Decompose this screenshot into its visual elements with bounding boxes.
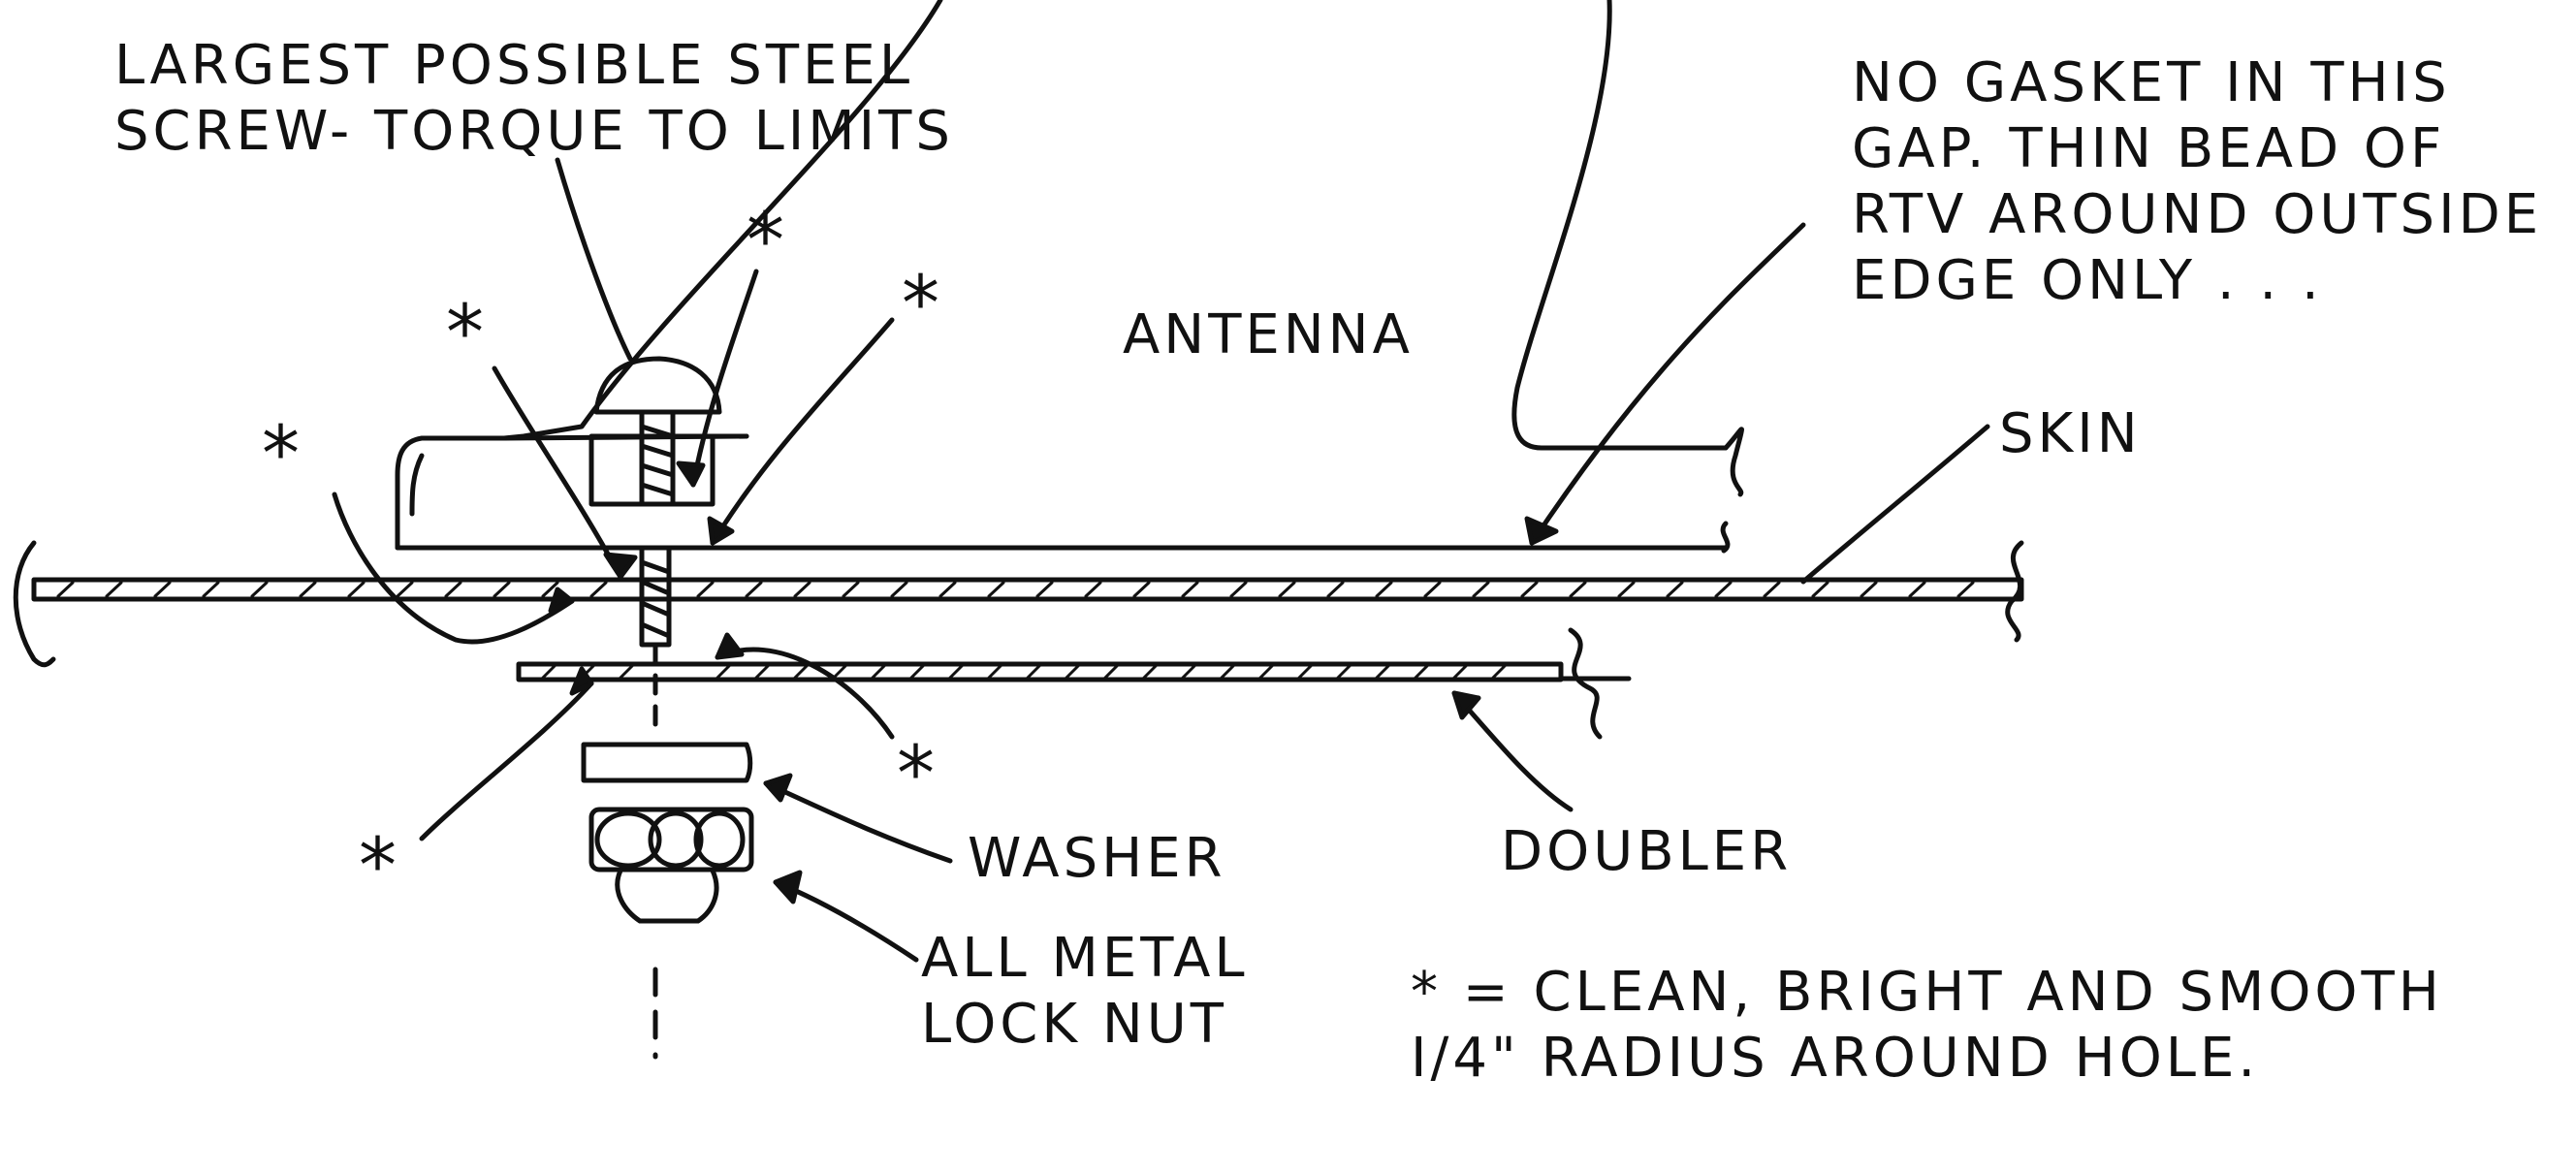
screw-label-line1: LARGEST POSSIBLE STEEL — [114, 34, 914, 97]
screw-label: LARGEST POSSIBLE STEEL SCREW- TORQUE TO … — [114, 33, 954, 165]
gasket-note: NO GASKET IN THIS GAP. THIN BEAD OF RTV … — [1852, 50, 2542, 314]
leader-star-6 — [419, 681, 594, 841]
leader-star-4 — [710, 317, 895, 546]
legend-note-line2: I/4" RADIUS AROUND HOLE. — [1411, 1027, 2260, 1090]
marker-star-5: * — [897, 731, 935, 818]
antenna-label: ANTENNA — [1123, 303, 1414, 366]
lock-nut — [588, 807, 754, 924]
skin-label: SKIN — [1999, 402, 2142, 465]
leader-star-2 — [492, 365, 623, 580]
marker-star-2: * — [446, 290, 484, 377]
leader-star-1 — [332, 492, 575, 645]
leader-gasket — [1529, 222, 1806, 546]
gasket-note-line3: RTV AROUND OUTSIDE — [1852, 183, 2543, 246]
screw-label-line2: SCREW- TORQUE TO LIMITS — [114, 100, 954, 163]
gasket-note-line4: EDGE ONLY . . . — [1852, 249, 2323, 312]
leader-skin — [1800, 424, 1990, 585]
gasket-note-line2: GAP. THIN BEAD OF — [1852, 117, 2446, 180]
washer — [581, 742, 753, 783]
gasket-note-line1: NO GASKET IN THIS — [1852, 51, 2451, 114]
doubler-label: DOUBLER — [1501, 820, 1793, 883]
leader-screw — [555, 157, 633, 362]
locknut-label-line1: ALL METAL — [921, 927, 1249, 990]
doubler-plate — [516, 627, 1632, 740]
legend-note-line1: * = CLEAN, BRIGHT AND SMOOTH — [1411, 961, 2443, 1024]
antenna-body — [395, 0, 1745, 554]
leader-washer — [763, 780, 953, 864]
locknut-label-line2: LOCK NUT — [921, 993, 1227, 1056]
locknut-label: ALL METAL LOCK NUT — [921, 926, 1249, 1058]
marker-star-3: * — [747, 198, 784, 285]
marker-star-6: * — [359, 823, 397, 910]
leader-star-3 — [690, 269, 759, 488]
marker-star-4: * — [902, 261, 939, 348]
marker-star-1: * — [262, 411, 300, 498]
leader-doubler — [1451, 690, 1574, 812]
leader-lines — [332, 157, 1990, 963]
skin-plate — [13, 540, 2024, 668]
legend-note: * = CLEAN, BRIGHT AND SMOOTH I/4" RADIUS… — [1411, 960, 2443, 1092]
washer-label: WASHER — [968, 827, 1226, 890]
